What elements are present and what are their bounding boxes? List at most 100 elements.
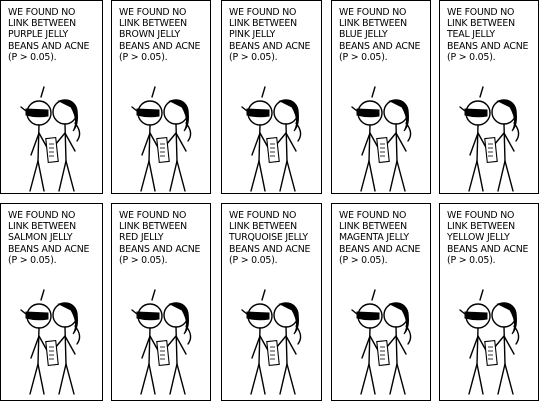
goggles-scientist-icon: [131, 100, 163, 192]
figures-illustration: [459, 86, 520, 192]
caption-line: TEAL JELLY: [447, 29, 495, 41]
caption-line: WE FOUND NO: [8, 7, 76, 18]
speech-tick: [371, 86, 376, 98]
caption-line: BEANS AND ACNE: [339, 40, 421, 52]
caption-line: BEANS AND ACNE: [339, 243, 421, 255]
ponytail-woman-icon: [266, 302, 302, 395]
caption-line: LINK BETWEEN: [447, 221, 515, 233]
caption-line: WE FOUND NO: [229, 7, 297, 18]
ponytail-woman-icon: [156, 99, 192, 192]
caption-line: (P > 0.05).: [339, 254, 388, 266]
figures-illustration: [131, 289, 192, 395]
caption-line: WE FOUND NO: [119, 7, 187, 18]
caption-line: (P > 0.05).: [447, 51, 496, 63]
caption-line: LINK BETWEEN: [229, 18, 297, 30]
figures-illustration: [241, 289, 302, 395]
figures-illustration: [20, 86, 81, 192]
paper-icon: [266, 136, 280, 164]
ponytail-woman-icon: [45, 302, 81, 395]
caption-line: BEANS AND ACNE: [229, 40, 311, 52]
figures-illustration: [20, 289, 81, 395]
caption-line: (P > 0.05).: [447, 254, 496, 266]
caption-line: LINK BETWEEN: [8, 221, 76, 233]
speech-tick: [261, 86, 266, 98]
caption-line: PURPLE JELLY: [8, 29, 69, 41]
goggles-scientist-icon: [459, 100, 491, 192]
goggles-scientist-icon: [351, 303, 383, 395]
caption-line: LINK BETWEEN: [339, 221, 407, 233]
figures-illustration: [241, 86, 302, 192]
ponytail-woman-icon: [376, 302, 412, 395]
caption-line: LINK BETWEEN: [119, 18, 187, 30]
caption-line: WE FOUND NO: [447, 7, 515, 18]
speech-tick: [151, 86, 156, 98]
caption-line: LINK BETWEEN: [339, 18, 407, 30]
caption-line: WE FOUND NO: [119, 210, 187, 221]
speech-tick: [40, 86, 45, 98]
ponytail-woman-icon: [484, 99, 520, 192]
speech-tick: [40, 289, 45, 301]
goggles-scientist-icon: [20, 303, 52, 395]
caption-line: (P > 0.05).: [339, 51, 388, 63]
paper-icon: [156, 339, 170, 367]
speech-tick: [371, 289, 376, 301]
caption-line: (P > 0.05).: [229, 51, 278, 63]
paper-icon: [484, 339, 498, 367]
caption-line: (P > 0.05).: [119, 254, 168, 266]
paper-icon: [45, 136, 59, 164]
caption-line: LINK BETWEEN: [119, 221, 187, 233]
caption-line: BEANS AND ACNE: [119, 40, 201, 52]
caption-line: SALMON JELLY: [8, 232, 73, 244]
paper-icon: [484, 136, 498, 164]
caption-line: WE FOUND NO: [8, 210, 76, 221]
caption-line: LINK BETWEEN: [229, 221, 297, 233]
goggles-scientist-icon: [459, 303, 491, 395]
figures-illustration: [351, 86, 412, 192]
ponytail-woman-icon: [266, 99, 302, 192]
paper-icon: [156, 136, 170, 164]
ponytail-woman-icon: [376, 99, 412, 192]
figures-illustration: [351, 289, 412, 395]
caption-line: YELLOW JELLY: [447, 232, 510, 244]
caption-line: (P > 0.05).: [8, 254, 57, 266]
caption-line: BEANS AND ACNE: [447, 243, 529, 255]
caption-line: BEANS AND ACNE: [8, 243, 90, 255]
caption-line: BEANS AND ACNE: [119, 243, 201, 255]
paper-icon: [376, 339, 390, 367]
goggles-scientist-icon: [20, 100, 52, 192]
caption-line: BEANS AND ACNE: [447, 40, 529, 52]
caption-line: WE FOUND NO: [339, 7, 407, 18]
paper-icon: [266, 339, 280, 367]
caption-line: LINK BETWEEN: [8, 18, 76, 30]
goggles-scientist-icon: [351, 100, 383, 192]
caption-line: WE FOUND NO: [447, 210, 515, 221]
paper-icon: [45, 339, 59, 367]
caption-line: WE FOUND NO: [339, 210, 407, 221]
ponytail-woman-icon: [156, 302, 192, 395]
caption-line: (P > 0.05).: [8, 51, 57, 63]
figures-illustration: [131, 86, 192, 192]
figures-illustration: [459, 289, 520, 395]
caption-line: WE FOUND NO: [229, 210, 297, 221]
caption-line: BROWN JELLY: [119, 29, 181, 41]
caption-line: (P > 0.05).: [119, 51, 168, 63]
